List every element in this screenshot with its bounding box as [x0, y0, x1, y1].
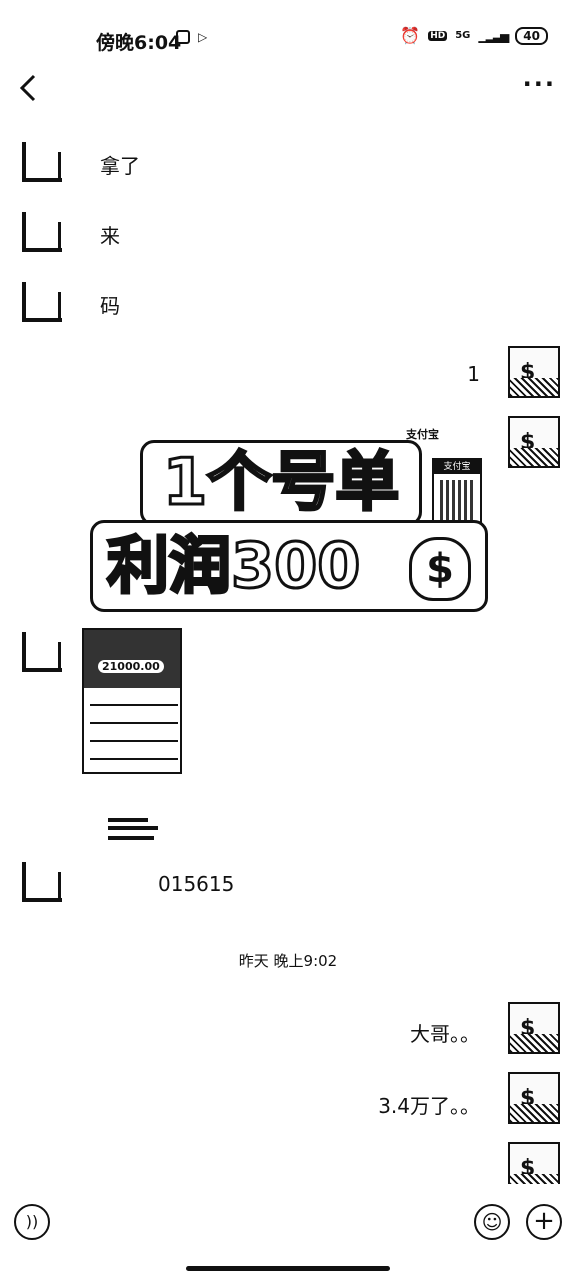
avatar-self[interactable]: $ [508, 416, 560, 468]
promo-profit-line: 利润300 $ [90, 520, 488, 612]
smile-icon: ☺ [481, 1210, 503, 1234]
money-bag-icon: $ [409, 537, 471, 601]
alarm-icon: ⏰ [400, 26, 421, 45]
glyph-message [108, 816, 158, 840]
more-options-button[interactable]: ··· [522, 70, 556, 98]
status-left-icons: ▷ [176, 30, 207, 44]
promo-profit-text: 利润300 [105, 528, 361, 604]
message-text: 大哥。。 [410, 1022, 480, 1046]
screenshot-amount: 21000.00 [98, 660, 164, 673]
avatar[interactable] [20, 282, 64, 326]
qr-card-header: 支付宝 [434, 460, 480, 474]
status-right: ⏰ HD 5G ▁▂▃▅ 40 [400, 26, 548, 45]
play-icon: ▷ [198, 30, 208, 44]
battery-indicator: 40 [515, 26, 548, 45]
top-bar: ··· [0, 60, 576, 116]
notification-square-icon [176, 30, 190, 44]
avatar-self[interactable]: $ [508, 1072, 560, 1124]
voice-wave-icon: )) [25, 1212, 39, 1231]
promo-image-message[interactable]: 支付宝 支付宝 1个号单 利润300 $ [86, 428, 492, 614]
back-button[interactable] [14, 72, 46, 104]
alipay-label: 支付宝 [406, 428, 439, 441]
avatar[interactable] [20, 142, 64, 186]
home-indicator[interactable] [186, 1266, 390, 1271]
bottom-input-bar: )) ☺ + [0, 1184, 576, 1280]
message-text: 3.4万了。。 [378, 1094, 480, 1118]
avatar[interactable] [20, 212, 64, 256]
avatar-self[interactable]: $ [508, 346, 560, 398]
qr-code-icon [440, 480, 476, 520]
emoji-button[interactable]: ☺ [474, 1204, 510, 1240]
screenshot-image-message[interactable]: 21000.00 [82, 628, 182, 774]
screenshot-header [84, 630, 180, 688]
message-text: 1 [467, 362, 480, 386]
qr-code-card: 支付宝 [432, 458, 482, 530]
avatar[interactable] [20, 632, 64, 676]
avatar-self[interactable]: $ [508, 1002, 560, 1054]
status-bar: 傍晚6:04 ▷ ⏰ HD 5G ▁▂▃▅ 40 [0, 0, 576, 80]
chevron-left-icon [19, 74, 36, 102]
avatar[interactable] [20, 862, 64, 906]
message-text: 码 [100, 294, 120, 318]
hd-icon: HD [428, 30, 448, 41]
voice-input-button[interactable]: )) [14, 1204, 50, 1240]
more-actions-button[interactable]: + [526, 1204, 562, 1240]
promo-headline: 1个号单 [140, 440, 422, 526]
message-text: 来 [100, 224, 120, 248]
signal-icon: ▁▂▃▅ [478, 28, 509, 43]
time-divider: 昨天 晚上9:02 [238, 952, 338, 970]
message-text: 015615 [158, 872, 235, 896]
status-time: 傍晚6:04 [96, 32, 182, 54]
network-label: 5G [455, 30, 471, 41]
plus-icon: + [533, 1206, 555, 1236]
message-text: 拿了 [100, 154, 140, 178]
